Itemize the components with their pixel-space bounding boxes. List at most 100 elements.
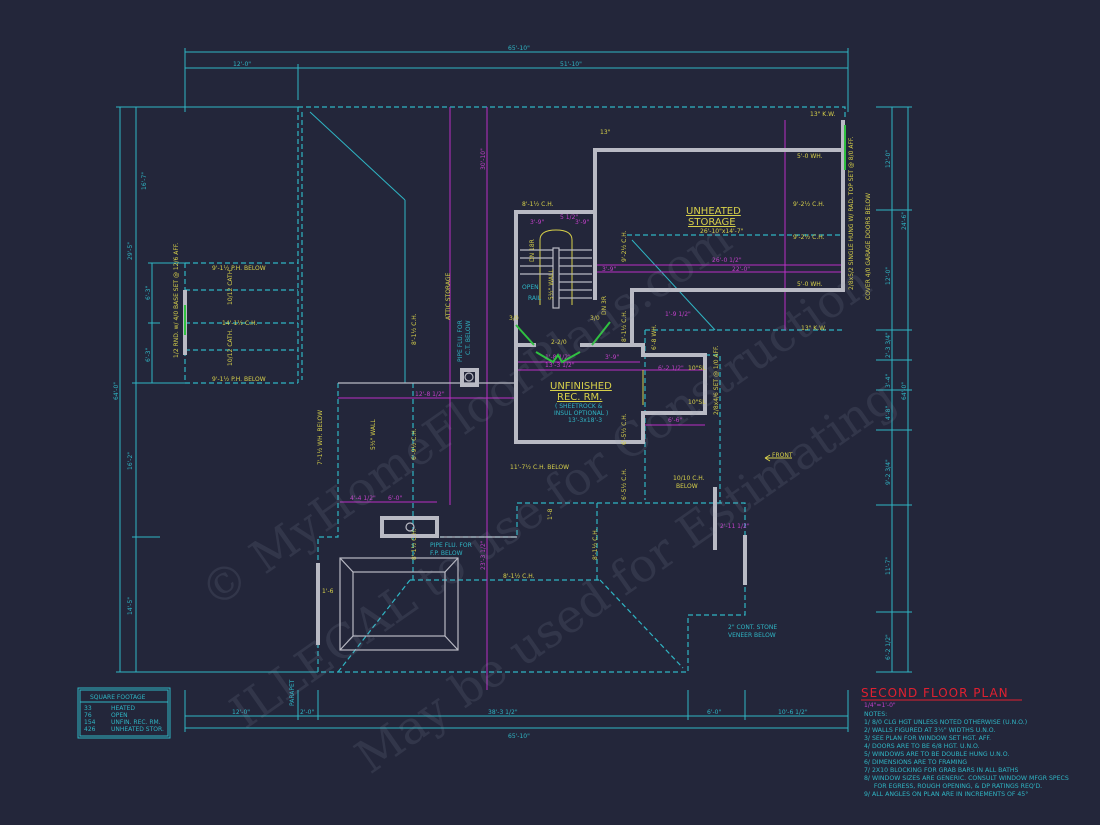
label: 2-2/0	[551, 339, 567, 346]
sqft-label: HEATED	[111, 705, 135, 712]
label: 9'-2½ C.H.	[793, 201, 825, 208]
plan-title: SECOND FLOOR PLAN	[861, 686, 1009, 700]
left-dimensions: 64'-0" 16'-7" 29'-5" 6'-3" 6'-3" 16'-2" …	[113, 106, 318, 673]
bottom-dimensions: 12'-0" 2'-0" 38'-3 1/2" 6'-0" 10'-6 1/2"…	[184, 679, 849, 740]
label: 5'-0 WH.	[797, 281, 823, 288]
dim-interior: 22'-0"	[732, 266, 750, 273]
dim-interior: 26'-0 1/2"	[712, 257, 742, 264]
dim-right-overall: 64'-0"	[901, 382, 908, 400]
sqft-value: 426	[84, 726, 96, 733]
sqft-header: SQUARE FOOTAGE	[90, 694, 146, 701]
dim-top-right: 51'-10"	[560, 61, 582, 68]
rec-note-2: INSUL OPTIONAL )	[554, 410, 608, 417]
dim-interior: 13'-3 1/2"	[545, 362, 575, 369]
title-block: SECOND FLOOR PLAN 1/4"=1'-0" NOTES: 1/ 8…	[861, 686, 1069, 798]
dim-interior: 6'-0"	[388, 495, 402, 502]
interior-dimensions: 26'-0 1/2" 22'-0" 3'-9" 1'-9 1/2" 13'-3 …	[338, 107, 843, 690]
label: 1'-8	[547, 508, 554, 520]
storage-size: 26'-10"x14'-7"	[700, 228, 744, 235]
dim-right: 2'-3 3/4"	[885, 332, 892, 358]
label: DN 3R	[601, 296, 608, 315]
label: DN 18R	[529, 239, 536, 262]
dim-left: 14'-5"	[127, 597, 134, 615]
label: 13"	[600, 129, 611, 136]
label: COVER 4/0 GARAGE DOORS BELOW	[865, 193, 872, 300]
dim-interior: 3'-9"	[575, 219, 589, 226]
parapet-label: PARAPET	[289, 679, 296, 706]
label: 10"SL	[688, 365, 706, 372]
label: 1/2 RND. w/ 4/0 BASE SET @ 12/6 AFF.	[173, 243, 180, 358]
label: 1'-6	[322, 588, 334, 595]
label: 13" K.W.	[801, 325, 826, 332]
note-item: FOR EGRESS, ROUGH OPENING, & DP RATINGS …	[864, 783, 1042, 790]
dim-interior: 23'-3 1/2"	[480, 540, 487, 570]
label: 5½" WALL	[370, 419, 377, 450]
dim-right: 4'-8"	[885, 406, 892, 420]
dim-right: 6'-2 1/2"	[885, 634, 892, 660]
note-item: 3/ SEE PLAN FOR WINDOW SET HGT. AFF.	[864, 735, 991, 742]
note-item: 2/ WALLS FIGURED AT 3½" WIDTHS U.N.O.	[864, 726, 995, 734]
label: 2" CONT. STONE	[728, 624, 777, 631]
dim-right: 12'-0"	[885, 267, 892, 285]
rec-note-1: ( SHEETROCK &	[555, 403, 603, 410]
dim-right: 9'-2 3/4"	[885, 459, 892, 485]
dim-interior: 6'-6"	[668, 417, 682, 424]
label: 10/10 C.H.	[673, 475, 705, 482]
dim-interior: 30'-10"	[480, 148, 487, 170]
label: RAIL	[528, 295, 542, 302]
rec-name-1: UNFINISHED	[550, 381, 612, 392]
note-item: 4/ DOORS ARE TO BE 6/8 HGT. U.N.O.	[864, 743, 980, 750]
dim-top-left: 12'-0"	[233, 61, 251, 68]
label: 8'-1½ C.H.	[522, 201, 554, 208]
annotations: 13" K.W. 13" K.W. 13" 9'-2½ C.H. 9'-2½ C…	[173, 111, 872, 639]
dim-interior: 12'-8 1/2"	[415, 391, 445, 398]
label: 8'-1½ C.H.	[621, 310, 628, 342]
sqft-label: UNHEATED STOR.	[111, 726, 164, 733]
note-item: 9/ ALL ANGLES ON PLAN ARE IN INCREMENTS …	[864, 790, 1028, 798]
dim-bottom-5: 10'-6 1/2"	[778, 709, 808, 716]
dim-left: 16'-2"	[127, 452, 134, 470]
dim-interior: 3'-9"	[530, 219, 544, 226]
sqft-value: 154	[84, 719, 96, 726]
label: 5½" WALL	[548, 269, 555, 300]
label: 10/12 CATH.	[227, 329, 234, 366]
dim-left: 6'-3"	[145, 286, 152, 300]
note-item: 1/ 8/0 CLG HGT UNLESS NOTED OTHERWISE (U…	[864, 719, 1027, 726]
sqft-value: 76	[84, 712, 92, 719]
label: 8'-1½ C.H.	[503, 573, 535, 580]
label: ATTIC STORAGE	[445, 273, 452, 321]
label: 9'-2½ C.H.	[793, 234, 825, 241]
storage-name-2: STORAGE	[688, 217, 736, 228]
dim-interior: 5 1/2"	[560, 214, 578, 221]
top-dimensions: 65'-10" 12'-0" 51'-10"	[184, 45, 849, 112]
note-item: 7/ 2X10 BLOCKING FOR GRAB BARS IN ALL BA…	[864, 767, 1019, 774]
label: 9'-1½ P.H. BELOW	[212, 376, 266, 383]
label: 8'-1½ C.H.	[592, 528, 599, 560]
label: 6'-5½ C.H.	[621, 468, 628, 500]
front-arrow-label: FRONT	[772, 452, 793, 459]
dim-interior: 3'-9"	[602, 266, 616, 273]
label: 14'-1½ C.H.	[222, 320, 257, 327]
label: 8'-1½ C.H.	[411, 528, 418, 560]
sqft-label: OPEN	[111, 712, 128, 719]
walls	[183, 120, 846, 651]
label: 3/0	[509, 315, 519, 322]
note-item: 5/ WINDOWS ARE TO BE DOUBLE HUNG U.N.O.	[864, 751, 1009, 758]
dim-left-overall: 64'-0"	[113, 382, 120, 400]
front-arrow-icon	[764, 454, 792, 462]
label: 9'-1½ P.H. BELOW	[212, 265, 266, 272]
dim-right: 12'-0"	[885, 150, 892, 168]
dim-left: 16'-7"	[141, 172, 148, 190]
dim-bottom-2: 2'-0"	[300, 709, 314, 716]
label: OPEN	[522, 284, 539, 291]
dim-right: 11'-7"	[885, 557, 892, 575]
dim-top-overall: 65'-10"	[508, 45, 530, 52]
label: PIPE FLU. FOR	[430, 542, 472, 549]
dim-interior: 1'-9 1/2"	[665, 311, 691, 318]
dim-right: 3'-4"	[885, 374, 892, 388]
label: 6'-9½ C.H.	[411, 428, 418, 460]
label: 2/8x5/2 SINGLE HUNG W/ RAD. TOP SET @ 8/…	[848, 137, 855, 290]
dim-left: 6'-3"	[145, 348, 152, 362]
